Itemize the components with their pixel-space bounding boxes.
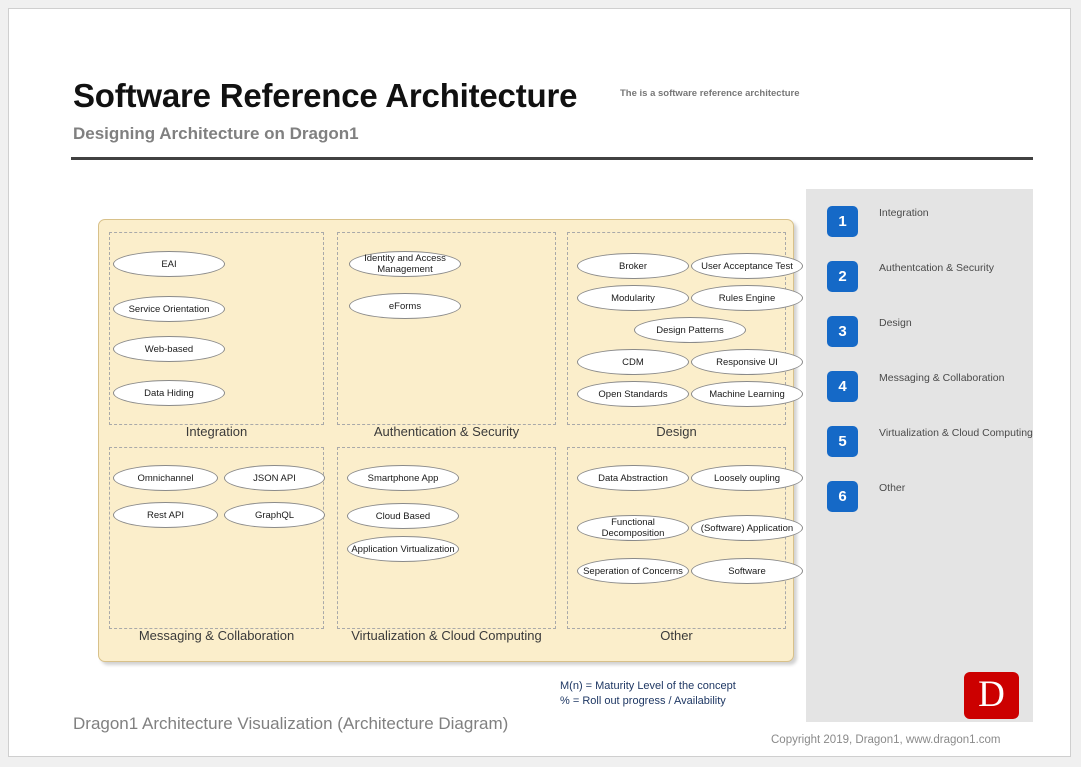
concept-node[interactable]: Responsive UI — [691, 349, 803, 375]
legend-panel: 1 Integration 2 Authentcation & Security 3 De… — [806, 189, 1033, 722]
diagram-caption: Dragon1 Architecture Visualization (Arch… — [73, 714, 508, 734]
legend-label: Other — [879, 482, 905, 494]
concept-node[interactable]: Seperation of Concerns — [577, 558, 689, 584]
legend-item-3[interactable]: 3 Design — [827, 316, 912, 347]
legend-badge-5: 5 — [827, 426, 858, 457]
concept-node[interactable]: Identity and Access Management — [349, 251, 461, 277]
concept-node[interactable]: EAI — [113, 251, 225, 277]
concept-node[interactable]: Design Patterns — [634, 317, 746, 343]
concept-node[interactable]: Web-based — [113, 336, 225, 362]
header-note: The is a software reference architecture — [620, 88, 800, 99]
concept-node[interactable]: Omnichannel — [113, 465, 218, 491]
concept-node[interactable]: Broker — [577, 253, 689, 279]
legend-item-6[interactable]: 6 Other — [827, 481, 905, 512]
legend-label: Design — [879, 317, 912, 329]
legend-label: Authentcation & Security — [879, 262, 994, 274]
copyright-text: Copyright 2019, Dragon1, www.dragon1.com — [771, 734, 1001, 746]
concept-node[interactable]: JSON API — [224, 465, 325, 491]
group-label-authentication-security: Authentication & Security — [337, 424, 556, 439]
concept-node[interactable]: Data Hiding — [113, 380, 225, 406]
header-divider — [71, 157, 1033, 160]
legend-badge-2: 2 — [827, 261, 858, 292]
concept-node[interactable]: GraphQL — [224, 502, 325, 528]
group-label-integration: Integration — [109, 424, 324, 439]
concept-node[interactable]: eForms — [349, 293, 461, 319]
group-label-virtualization-cloud: Virtualization & Cloud Computing — [337, 628, 556, 643]
concept-node[interactable]: Rules Engine — [691, 285, 803, 311]
legend-label: Virtualization & Cloud Computing — [879, 427, 1033, 439]
dragon1-logo-icon: D — [964, 672, 1019, 719]
group-label-design: Design — [567, 424, 786, 439]
legend-badge-4: 4 — [827, 371, 858, 402]
concept-node[interactable]: Modularity — [577, 285, 689, 311]
legend-item-5[interactable]: 5 Virtualization & Cloud Computing — [827, 426, 1033, 457]
concept-node[interactable]: Machine Learning — [691, 381, 803, 407]
concept-node[interactable]: Application Virtualization — [347, 536, 459, 562]
concept-node[interactable]: Functional Decomposition — [577, 515, 689, 541]
legend-item-4[interactable]: 4 Messaging & Collaboration — [827, 371, 1005, 402]
legend-badge-1: 1 — [827, 206, 858, 237]
concept-node[interactable]: User Acceptance Test — [691, 253, 803, 279]
legend-badge-6: 6 — [827, 481, 858, 512]
legend-item-2[interactable]: 2 Authentcation & Security — [827, 261, 994, 292]
concept-node[interactable]: Software — [691, 558, 803, 584]
concept-node[interactable]: Service Orientation — [113, 296, 225, 322]
concept-node[interactable]: (Software) Application — [691, 515, 803, 541]
legend-label: Integration — [879, 207, 929, 219]
concept-node[interactable]: CDM — [577, 349, 689, 375]
legend-footnote: M(n) = Maturity Level of the concept % =… — [560, 679, 736, 709]
concept-node[interactable]: Data Abstraction — [577, 465, 689, 491]
concept-node[interactable]: Cloud Based — [347, 503, 459, 529]
architecture-diagram-panel: Integration EAI Service OrientationWeb-bas… — [98, 219, 794, 662]
page-title: Software Reference Architecture — [73, 77, 577, 115]
document-sheet: Software Reference Architecture The is a… — [8, 8, 1071, 757]
concept-node[interactable]: Loosely oupling — [691, 465, 803, 491]
legend-label: Messaging & Collaboration — [879, 372, 1005, 384]
concept-node[interactable]: Open Standards — [577, 381, 689, 407]
page-subtitle: Designing Architecture on Dragon1 — [73, 124, 359, 144]
concept-node[interactable]: Smartphone App — [347, 465, 459, 491]
legend-badge-3: 3 — [827, 316, 858, 347]
logo-letter: D — [978, 676, 1005, 713]
group-label-other: Other — [567, 628, 786, 643]
group-label-messaging-collaboration: Messaging & Collaboration — [109, 628, 324, 643]
legend-item-1[interactable]: 1 Integration — [827, 206, 929, 237]
concept-node[interactable]: Rest API — [113, 502, 218, 528]
